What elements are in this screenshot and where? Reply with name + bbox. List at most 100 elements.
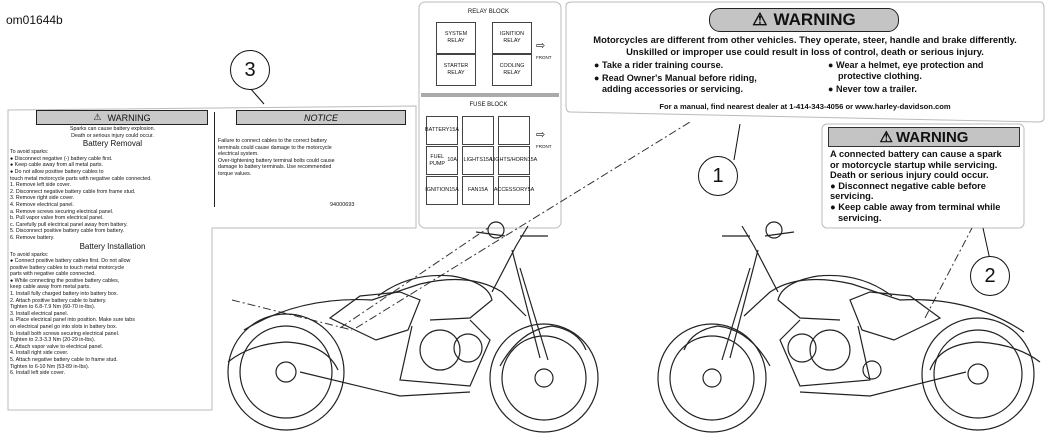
install-line: Tighten to 6.8-7.9 Nm (60-70 in-lbs).	[10, 304, 96, 311]
install-line: parts with negative cable connected.	[10, 271, 96, 278]
removal-line: 1. Remove left side cover.	[10, 182, 71, 189]
warning2-bullet-cont: servicing.	[838, 212, 882, 223]
install-line: positive battery cables to touch metal m…	[10, 264, 125, 271]
notice-line: damage to battery terminals. Use recomme…	[218, 164, 332, 171]
removal-line: ● Disconnect negative (-) battery cable …	[10, 155, 113, 162]
warning1-bullet: ● Take a rider training course.	[594, 60, 724, 70]
warning1-header: ⚠ WARNING	[709, 8, 899, 32]
install-line: 4. Install right side cover.	[10, 350, 69, 357]
removal-line: 6. Remove battery.	[10, 234, 55, 241]
install-line: on electrical panel go into slots in bat…	[10, 324, 118, 331]
warning2-line: or motorcycle startup while servicing.	[830, 159, 998, 170]
front-arrow-icon: ⇨	[536, 129, 546, 141]
fuse-box	[498, 116, 530, 145]
front-arrow-icon: ⇨	[536, 40, 546, 52]
removal-line: a. Remove screws securing electrical pan…	[10, 208, 114, 215]
label3-warning-body: Sparks can cause battery explosion. Deat…	[10, 126, 215, 377]
install-line: 2. Attach positive battery cable to batt…	[10, 297, 107, 304]
removal-line: 3. Remove right side cover.	[10, 195, 75, 202]
install-line: Tighten to 2.3-3.3 Nm (20-29 in-lbs).	[10, 337, 96, 344]
notice-line: terminals could cause damage to the moto…	[218, 144, 332, 151]
relay-box: IGNITION RELAY	[492, 22, 532, 54]
removal-line: 4. Remove electrical panel.	[10, 201, 74, 208]
warning2-body: A connected battery can cause a spark or…	[830, 149, 1022, 223]
removal-title: Battery Removal	[82, 139, 143, 149]
figure-reference-id: om01644b	[6, 13, 63, 27]
install-line: 3. Install electrical panel.	[10, 310, 69, 317]
removal-line: b. Pull vapor valve from electrical pane…	[10, 215, 104, 222]
warning1-bullet: ● Read Owner's Manual before riding,	[594, 73, 757, 83]
warning1-bullet: ● Wear a helmet, eye protection and	[828, 60, 984, 70]
motorcycle-left-illustration	[227, 221, 599, 433]
battery-spark-warning-label: ⚠ WARNING A connected battery can cause …	[822, 127, 1024, 230]
warning-triangle-icon: ⚠	[879, 129, 893, 146]
notice-line: Failure to connect cables to the correct…	[218, 138, 327, 144]
battery-warning-label: ⚠ WARNING NOTICE Sparks can cause batter…	[8, 110, 416, 410]
removal-line: ● Do not allow positive battery cables t…	[10, 168, 104, 175]
warning2-header: ⚠ WARNING	[828, 127, 1020, 147]
install-line: ● Connect positive battery cables first.…	[10, 258, 131, 265]
warning1-bullet-cont: adding accessories or servicing.	[602, 84, 744, 94]
install-line: a. Place electrical panel into position.…	[10, 317, 135, 324]
part-number: 94000693	[330, 202, 355, 208]
relay-box: COOLING RELAY	[492, 54, 532, 86]
notice-line: torque values.	[218, 170, 252, 177]
relay-fuse-block-label: RELAY BLOCK SYSTEM RELAY IGNITION RELAY …	[416, 0, 561, 228]
notice-line: Over-tightening battery terminal bolts c…	[218, 157, 335, 164]
install-line: c. Attach vapor valve to electrical pane…	[10, 343, 104, 350]
removal-line: To avoid sparks:	[10, 149, 49, 156]
label3-notice-header: NOTICE	[236, 110, 406, 125]
label3-notice-title: NOTICE	[303, 112, 338, 123]
warning2-bullet: ● Disconnect negative cable before servi…	[830, 180, 986, 202]
removal-line: touch metal motorcycle parts with negati…	[10, 175, 152, 182]
warning1-line: Unskilled or improper use could result i…	[626, 46, 984, 57]
fuse-block-title: FUSE BLOCK	[469, 102, 508, 108]
label3-warning-header: ⚠ WARNING	[36, 110, 208, 125]
notice-line: electrical system.	[218, 151, 259, 158]
install-line: To avoid sparks:	[10, 251, 49, 258]
callout-1: 1	[698, 156, 738, 196]
removal-line: c. Carefully pull electrical panel away …	[10, 221, 128, 228]
warning-triangle-icon: ⚠	[752, 10, 768, 29]
install-line: ● While connecting the positive battery …	[10, 277, 120, 284]
intro-line: Death or serious injury could occur.	[71, 132, 154, 139]
callout-3: 3	[230, 50, 270, 90]
warning2-bullet: ● Keep cable away from terminal while	[830, 201, 1001, 212]
fuse-front-label: FRONT	[536, 144, 552, 149]
callout-2: 2	[970, 256, 1010, 296]
relay-box: SYSTEM RELAY	[436, 22, 476, 54]
removal-line: 2. Disconnect negative battery cable fro…	[10, 188, 136, 195]
label3-notice-body: Failure to connect cables to the correct…	[218, 138, 408, 178]
install-title: Battery Installation	[79, 241, 146, 251]
warning2-line: A connected battery can cause a spark	[830, 149, 1002, 159]
rider-warning-label: ⚠ WARNING Motorcycles are different from…	[566, 4, 1044, 122]
warning2-title: WARNING	[895, 128, 969, 146]
motorcycle-right-illustration	[657, 221, 1041, 433]
install-line: keep cable away from metal parts.	[10, 284, 91, 291]
warning1-bullet: ● Never tow a trailer.	[828, 84, 917, 94]
install-line: 5. Attach negative battery cable to fram…	[10, 357, 118, 363]
warning1-line: Motorcycles are different from other veh…	[593, 34, 1017, 45]
label3-divider	[214, 112, 215, 207]
warning1-bullet-cont: protective clothing.	[838, 71, 922, 81]
removal-line: 5. Disconnect positive battery cable fro…	[10, 228, 125, 235]
install-line: 1. Install fully charged battery into ba…	[10, 291, 119, 298]
install-line: Tighten to 6-10 Nm (53-89 in-lbs).	[10, 363, 90, 370]
warning2-line: Death or serious injury could occur.	[830, 170, 989, 181]
install-line: b. Install both screws securing electric…	[10, 330, 120, 337]
warning-triangle-icon: ⚠	[93, 112, 102, 122]
install-line: 6. Install left side cover.	[10, 370, 66, 377]
fuse-box	[462, 116, 494, 145]
relay-block-title: RELAY BLOCK	[467, 9, 510, 15]
warning1-footer: For a manual, find nearest dealer at 1-4…	[659, 102, 951, 111]
intro-line: Sparks can cause battery explosion.	[69, 126, 156, 132]
removal-line: ● Keep cable away from all metal parts.	[10, 162, 103, 169]
relay-box: STARTER RELAY	[436, 54, 476, 86]
